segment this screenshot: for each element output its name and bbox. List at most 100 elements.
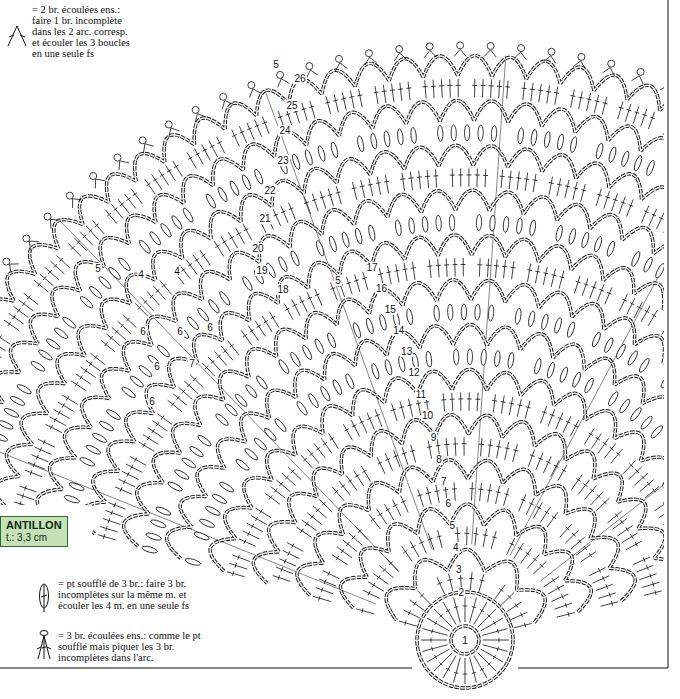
picot [666, 78, 673, 85]
puff-stitch [319, 385, 331, 401]
puff-stitch [437, 125, 443, 141]
puff-stitch [79, 295, 94, 310]
picot [248, 82, 255, 89]
chain-stitch [297, 460, 635, 601]
stitch-row [55, 215, 680, 544]
row-number: 16 [375, 283, 388, 294]
picot [578, 53, 585, 60]
puff-stitch [341, 231, 351, 248]
puff-stitch [91, 432, 108, 444]
chain-stitch [167, 324, 680, 568]
puff-stitch [235, 458, 251, 472]
chain-ring-inner [417, 592, 513, 688]
picot [66, 192, 73, 199]
puff-stitch [650, 424, 665, 439]
puff-stitch [639, 415, 653, 431]
puff-stitch [289, 351, 302, 367]
puff-stitch [79, 456, 96, 468]
puff-stitch [253, 168, 264, 185]
puff-stitch [449, 215, 455, 231]
row-number: 3 [455, 564, 463, 575]
puff-stitch [197, 434, 213, 448]
puff-stitch [533, 358, 542, 375]
chain-stitch [210, 369, 680, 579]
doily-chart [0, 42, 680, 628]
row-number: 23 [276, 155, 289, 166]
puff-stitch [516, 218, 523, 235]
puff-stitch [295, 400, 308, 416]
puff-stitch [370, 363, 380, 380]
puff-stitch [367, 225, 376, 242]
puff-stitch [394, 219, 402, 236]
puff-stitch [491, 125, 497, 141]
sample-heading: ANTILLON [6, 519, 62, 532]
puff-stitch [654, 263, 666, 280]
puff-stitch [218, 481, 234, 494]
chain-stitch [37, 190, 680, 536]
stitch-row [167, 324, 680, 568]
row-number: 4 [452, 542, 460, 553]
row-number: 20 [251, 243, 264, 254]
chain-ring [451, 626, 479, 654]
puff-stitch [556, 134, 564, 151]
repeat-count: 6 [153, 361, 161, 372]
puff-stitch [85, 444, 102, 456]
puff-stitch [365, 318, 375, 335]
puff-stitch [317, 145, 327, 162]
puff-stitch [642, 256, 654, 273]
puff-stitch [193, 531, 210, 542]
puff-stitch [422, 216, 429, 232]
puff-stitch [37, 348, 53, 361]
puff-stitch [607, 391, 620, 407]
puff-stitch [408, 218, 415, 235]
puff-stitch [224, 402, 239, 417]
puff-stitch [514, 308, 522, 325]
puff-stitch [196, 307, 210, 323]
puff-stitch [63, 494, 80, 504]
section-line [0, 56, 680, 604]
puff-stitch [304, 149, 314, 166]
puff-stitch [121, 386, 137, 400]
double-crochet [98, 258, 680, 552]
picot [90, 172, 97, 179]
chain-ring [417, 592, 513, 688]
picot-edge [0, 42, 680, 505]
puff-stitch [571, 371, 582, 388]
legend-text: = 3 br. écoulées ens.: comme le pt souff… [58, 630, 208, 663]
puff-stitch [464, 125, 469, 141]
picot [457, 42, 464, 49]
repeat-count: 6 [148, 396, 156, 407]
puff-stitch [0, 419, 14, 430]
puff-stitch [229, 180, 241, 197]
puff-stitch [503, 216, 510, 232]
picot [114, 154, 121, 161]
repeat-count: 5 [334, 275, 342, 286]
row-number: 15 [384, 304, 397, 315]
puff-stitch [478, 125, 484, 141]
puff-stitch [207, 298, 221, 314]
picot [396, 46, 403, 53]
puff-stitch [205, 505, 222, 517]
puff-stitch [433, 305, 440, 321]
puff-stitch [199, 518, 216, 529]
puff-stitch [530, 129, 537, 146]
puff-stitch [156, 344, 171, 359]
puff-stitch [569, 136, 578, 153]
chain-stitch-inner [37, 190, 680, 536]
stitch-row [313, 482, 618, 606]
puff-stitch [138, 364, 154, 378]
puff-stitch [68, 481, 85, 492]
puff-stitch [291, 153, 301, 170]
puff-stitch [117, 257, 132, 272]
chain-stitch [80, 235, 680, 547]
puff-stitch [593, 236, 603, 253]
puff-stitch [451, 125, 457, 141]
chain-stitch-inner [0, 145, 680, 525]
row-number: 8 [435, 454, 443, 465]
stitch-row [227, 392, 680, 584]
puff-stitch [186, 315, 200, 331]
puff-stitch [630, 251, 641, 268]
picot [139, 137, 146, 144]
puff-stitch [633, 155, 643, 172]
stitch-row [141, 304, 680, 565]
